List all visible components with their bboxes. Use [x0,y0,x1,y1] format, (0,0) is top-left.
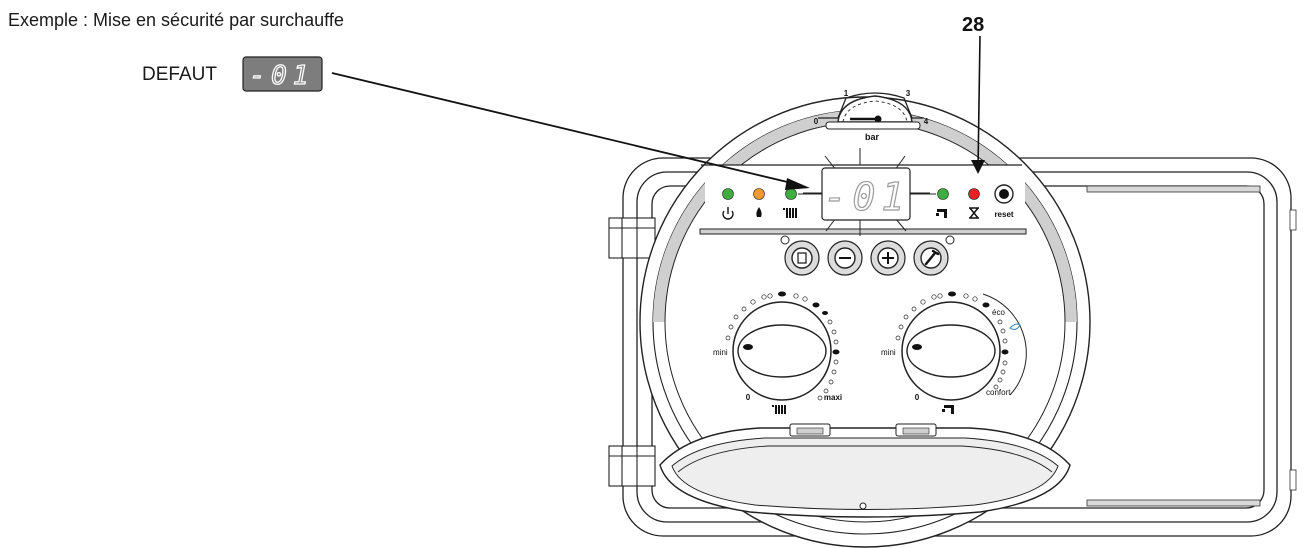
knob-left-max: maxi [824,393,842,402]
knob-right-marker [912,344,922,350]
main-display-code: -01 [824,175,911,219]
wrench-button[interactable] [913,240,949,276]
led-heating [785,188,797,200]
knob-right-eco: éco [992,308,1005,317]
tap-icon [936,209,947,218]
knob-right-confort: confort [986,388,1011,397]
flap-screw [859,502,867,510]
gauge-unit: bar [865,132,880,142]
gauge-tick-0: 0 [814,117,819,126]
defaut-arrow [331,72,810,190]
knob-right-tap-icon [942,405,954,414]
reset-label: reset [994,210,1013,219]
defaut-label: DEFAUT [142,64,217,85]
callout-number-28: 28 [962,14,985,36]
knob-left-mini: mini [713,348,728,357]
knob-left-marker [743,344,753,350]
heating-knob-dots [725,293,839,401]
minus-button[interactable] [827,240,863,276]
led-hot-water [937,188,949,200]
hot-water-knob[interactable] [901,301,1001,401]
defaut-display [242,56,323,92]
plus-icon [882,252,894,264]
led-small-left [780,235,790,245]
gauge-tick-3: 3 [906,89,911,98]
heating-knob[interactable] [732,301,832,401]
defaut-code: -01 [250,61,315,91]
reset-button-core [999,189,1009,199]
eco-leaf-icon [1009,323,1021,330]
callout-28-arrow [971,35,985,174]
heating-knob-dots-filled [778,291,840,355]
info-icon [797,252,807,264]
hinge-bottom [608,445,656,487]
pressure-gauge: 0 1 3 4 bar [814,89,929,142]
hot-water-knob-dots [895,293,1008,390]
knob-left-zero: 0 [746,393,751,402]
led-flame [753,188,765,200]
gauge-tick-1: 1 [844,89,849,98]
housing-rail [1086,185,1297,507]
hinge-top [608,217,656,259]
radiator-icon [783,208,797,218]
display-flash-rays [803,148,930,236]
knob-left-radiator-icon [772,405,786,414]
info-button[interactable] [784,240,820,276]
knob-right-arc [982,293,1027,396]
power-icon [722,207,734,220]
caption-text: Exemple : Mise en sécurité par surchauff… [8,10,344,30]
hot-water-knob-dots-filled [948,291,1009,355]
fault-icon [969,207,979,219]
bottom-flap[interactable] [659,423,1071,518]
flame-icon [756,207,762,217]
gauge-tick-4: 4 [924,117,929,126]
knob-right-mini: mini [881,348,896,357]
led-small-right [945,235,955,245]
plus-button[interactable] [870,240,906,276]
wrench-icon [924,249,940,266]
led-fault [968,188,980,200]
led-power [722,188,734,200]
knob-right-zero: 0 [915,393,920,402]
